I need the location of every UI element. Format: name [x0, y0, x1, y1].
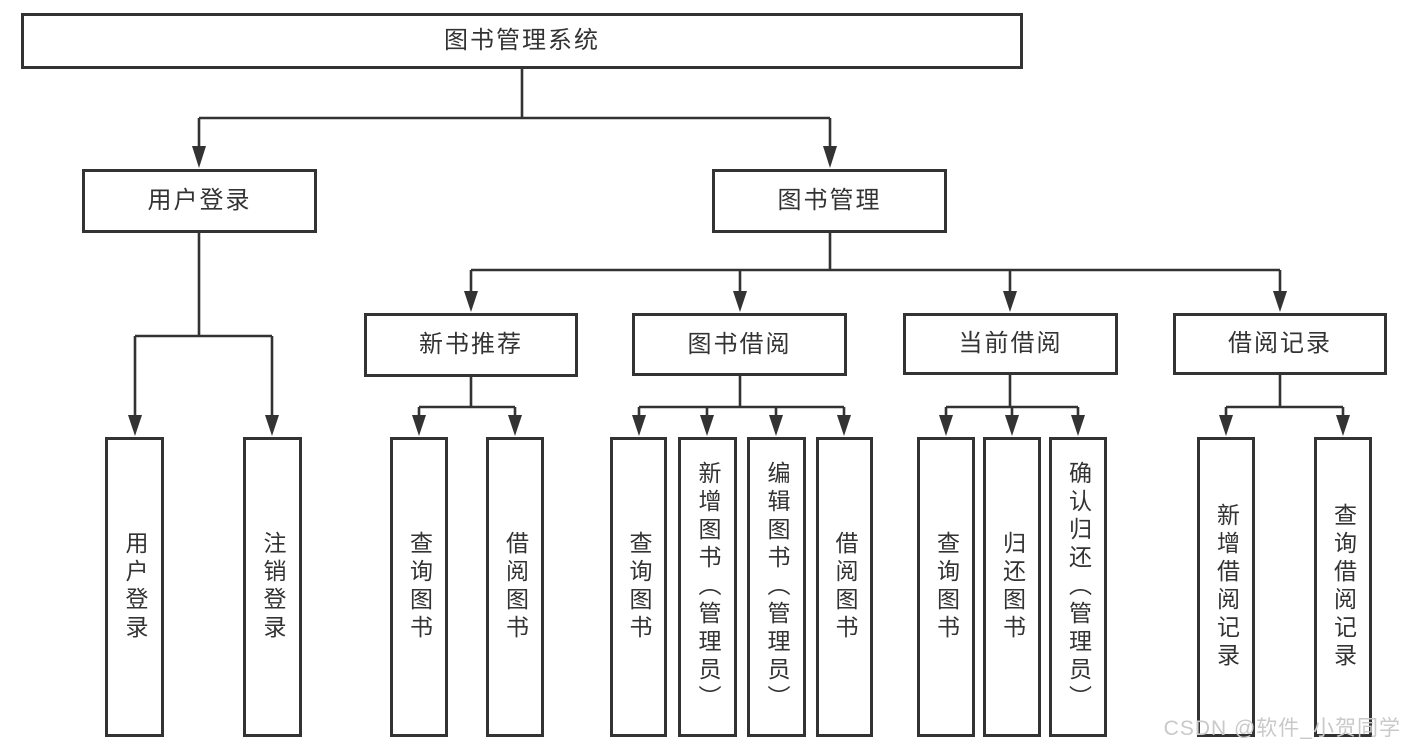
leaf-record-add: 新增借阅记录 [1197, 437, 1255, 737]
leaf-newbook-borrow-label: 借阅图书 [502, 531, 529, 643]
node-book-mgmt-label: 图书管理 [777, 187, 882, 214]
leaf-borrow-add-label: 新增图书（管理员） [695, 461, 721, 713]
leaf-current-query-label: 查询图书 [933, 531, 960, 643]
node-user-login-label: 用户登录 [147, 187, 252, 214]
node-borrow-record: 借阅记录 [1173, 313, 1387, 375]
leaf-logout: 注销登录 [243, 437, 302, 737]
leaf-current-return-label: 归还图书 [999, 531, 1026, 643]
node-user-login: 用户登录 [82, 169, 317, 233]
node-book-mgmt: 图书管理 [712, 169, 947, 233]
leaf-newbook-query-label: 查询图书 [406, 531, 433, 643]
node-new-book-rec-label: 新书推荐 [419, 331, 523, 358]
node-current-borrow-label: 当前借阅 [958, 330, 1063, 357]
leaf-user-login-label: 用户登录 [122, 531, 148, 643]
leaf-user-login: 用户登录 [105, 437, 164, 737]
leaf-record-query-label: 查询借阅记录 [1330, 503, 1357, 671]
arrowheads [128, 146, 1350, 436]
leaf-newbook-query: 查询图书 [390, 437, 448, 737]
node-root: 图书管理系统 [21, 13, 1023, 69]
node-current-borrow: 当前借阅 [903, 313, 1118, 375]
leaf-borrow-add: 新增图书（管理员） [678, 437, 737, 737]
node-root-label: 图书管理系统 [444, 27, 600, 54]
node-book-borrow-label: 图书借阅 [687, 330, 792, 358]
node-book-borrow: 图书借阅 [632, 313, 847, 376]
leaf-record-query: 查询借阅记录 [1314, 437, 1372, 737]
leaf-current-confirm: 确认归还（管理员） [1049, 437, 1107, 737]
leaf-borrow-edit: 编辑图书（管理员） [747, 437, 806, 737]
leaf-borrow-borrow: 借阅图书 [816, 437, 873, 737]
leaf-current-confirm-label: 确认归还（管理员） [1065, 461, 1092, 713]
leaf-record-add-label: 新增借阅记录 [1213, 503, 1240, 671]
node-borrow-record-label: 借阅记录 [1228, 330, 1332, 357]
leaf-borrow-edit-label: 编辑图书（管理员） [764, 461, 790, 713]
node-new-book-rec: 新书推荐 [364, 313, 578, 377]
leaf-newbook-borrow: 借阅图书 [486, 437, 544, 737]
leaf-borrow-query: 查询图书 [610, 437, 667, 737]
watermark: CSDN @软件_小贺同学 [1163, 717, 1401, 740]
leaf-current-return: 归还图书 [983, 437, 1041, 737]
leaf-borrow-borrow-label: 借阅图书 [832, 531, 858, 643]
leaf-logout-label: 注销登录 [260, 531, 286, 643]
leaf-borrow-query-label: 查询图书 [626, 531, 652, 643]
leaf-current-query: 查询图书 [917, 437, 975, 737]
